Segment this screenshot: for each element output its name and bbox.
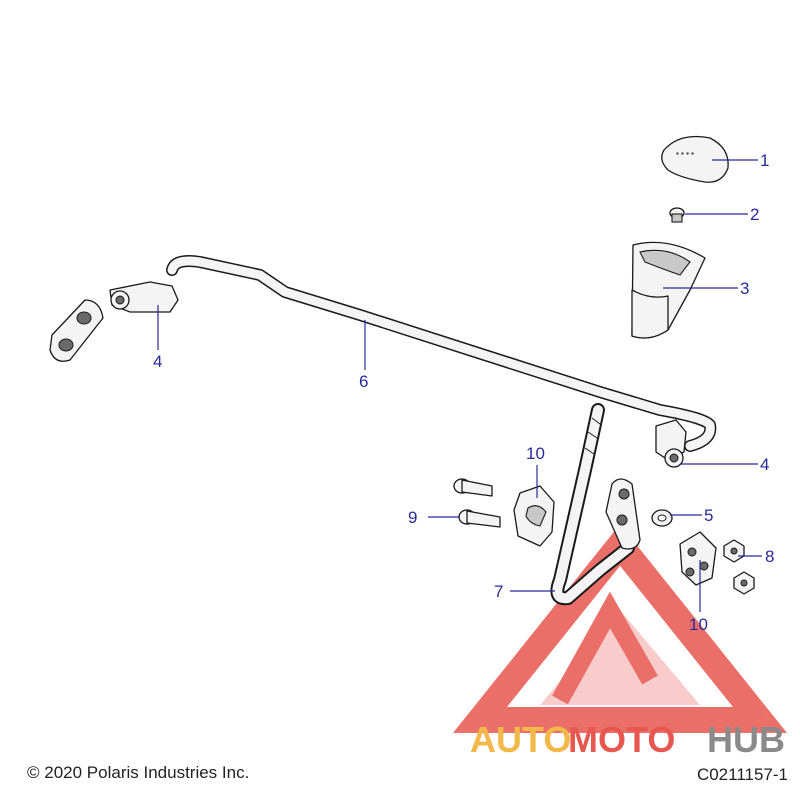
part-nut-upper (723, 539, 745, 563)
callout-2: 2 (750, 205, 759, 224)
watermark-moto: MOTO (568, 719, 675, 760)
part-screw (669, 207, 685, 223)
part-mount-clip-right (655, 419, 687, 468)
part-bolt-lower (458, 509, 501, 528)
callout-9: 9 (408, 508, 417, 527)
watermark-text: AUTO MOTO HUB (470, 719, 785, 760)
callout-7: 7 (494, 582, 503, 601)
part-bracket-right (679, 531, 717, 586)
diagram-code: C0211157-1 (696, 765, 788, 784)
callout-4-left: 4 (153, 352, 162, 371)
part-shift-lever (550, 403, 635, 606)
copyright-text: © 2020 Polaris Industries Inc. (27, 763, 250, 782)
watermark-hub: HUB (707, 719, 785, 760)
part-shift-boot (631, 241, 706, 339)
watermark-auto: AUTO (470, 719, 571, 760)
part-bushing-plate (49, 299, 104, 362)
part-bolt-upper (453, 478, 493, 497)
callout-10-lower: 10 (689, 615, 708, 634)
part-lever-plate (605, 478, 641, 550)
callout-3: 3 (740, 279, 749, 298)
callout-4-right: 4 (760, 455, 769, 474)
callout-8: 8 (765, 547, 774, 566)
leader-lines (157, 159, 762, 612)
part-washer (651, 509, 673, 527)
part-bracket-left (513, 485, 555, 547)
part-nut-lower (733, 571, 755, 595)
callout-1: 1 (760, 151, 769, 170)
part-shift-rod (166, 255, 717, 452)
watermark-logo (452, 524, 788, 733)
part-mount-clip-left (109, 281, 179, 313)
part-shift-knob-cap: ▪ ▪ ▪ ▪ (661, 135, 729, 183)
callout-10-upper: 10 (526, 444, 545, 463)
callout-5: 5 (704, 506, 713, 525)
callout-6: 6 (359, 372, 368, 391)
svg-text:▪ ▪ ▪ ▪: ▪ ▪ ▪ ▪ (676, 149, 694, 158)
callouts: 1 2 3 4 4 5 6 7 8 9 10 10 (153, 151, 774, 634)
